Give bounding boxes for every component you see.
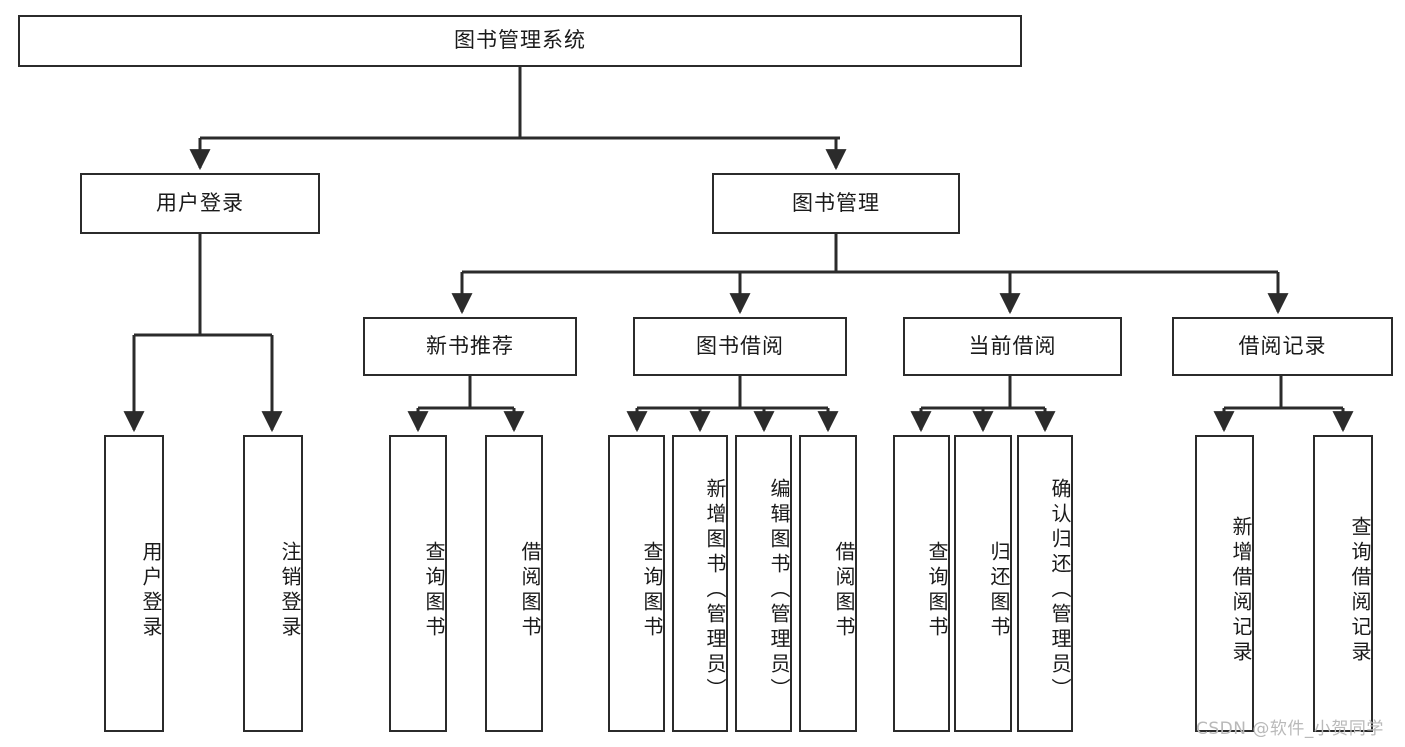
node-root[interactable]: 图书管理系统 <box>18 15 1022 67</box>
node-leaf-add-book-label: 新增图书（管理员） <box>703 478 727 703</box>
node-new-book-recommend[interactable]: 新书推荐 <box>363 317 577 376</box>
node-leaf-query-book-1[interactable]: 查询图书 <box>389 435 447 732</box>
node-new-book-recommend-label: 新书推荐 <box>426 333 514 358</box>
node-leaf-borrow-book-2[interactable]: 借阅图书 <box>799 435 857 732</box>
node-leaf-logout-label: 注销登录 <box>278 540 302 641</box>
node-leaf-query-book-3[interactable]: 查询图书 <box>893 435 950 732</box>
node-borrow-records[interactable]: 借阅记录 <box>1172 317 1393 376</box>
node-book-management-label: 图书管理 <box>792 190 880 215</box>
node-leaf-query-book-2[interactable]: 查询图书 <box>608 435 665 732</box>
node-user-login[interactable]: 用户登录 <box>80 173 320 234</box>
node-leaf-query-book-3-label: 查询图书 <box>925 540 949 641</box>
node-leaf-add-book[interactable]: 新增图书（管理员） <box>672 435 728 732</box>
node-leaf-query-book-2-label: 查询图书 <box>640 540 664 641</box>
node-leaf-query-book-1-label: 查询图书 <box>422 540 446 641</box>
node-book-management[interactable]: 图书管理 <box>712 173 960 234</box>
watermark: CSDN @软件_小贺同学 <box>1196 719 1384 739</box>
node-current-borrow-label: 当前借阅 <box>968 333 1057 358</box>
node-leaf-confirm-return[interactable]: 确认归还（管理员） <box>1017 435 1073 732</box>
node-root-label: 图书管理系统 <box>454 28 586 53</box>
node-user-login-label: 用户登录 <box>156 190 244 215</box>
node-leaf-borrow-book-2-label: 借阅图书 <box>832 540 856 641</box>
node-current-borrow[interactable]: 当前借阅 <box>903 317 1122 376</box>
node-leaf-return-book[interactable]: 归还图书 <box>954 435 1012 732</box>
node-leaf-confirm-return-label: 确认归还（管理员） <box>1048 478 1072 703</box>
node-leaf-logout[interactable]: 注销登录 <box>243 435 303 732</box>
node-leaf-query-borrow-record[interactable]: 查询借阅记录 <box>1313 435 1373 732</box>
node-leaf-edit-book-label: 编辑图书（管理员） <box>767 478 791 703</box>
node-borrow-records-label: 借阅记录 <box>1238 333 1327 358</box>
node-leaf-add-borrow-record-label: 新增借阅记录 <box>1229 515 1253 666</box>
node-leaf-edit-book[interactable]: 编辑图书（管理员） <box>735 435 792 732</box>
node-leaf-borrow-book-1-label: 借阅图书 <box>518 540 542 641</box>
node-leaf-borrow-book-1[interactable]: 借阅图书 <box>485 435 543 732</box>
node-leaf-add-borrow-record[interactable]: 新增借阅记录 <box>1195 435 1254 732</box>
node-book-borrow-label: 图书借阅 <box>696 333 784 358</box>
node-leaf-user-login[interactable]: 用户登录 <box>104 435 164 732</box>
node-leaf-query-borrow-record-label: 查询借阅记录 <box>1348 515 1372 666</box>
node-book-borrow[interactable]: 图书借阅 <box>633 317 847 376</box>
node-leaf-return-book-label: 归还图书 <box>987 540 1011 641</box>
node-leaf-user-login-label: 用户登录 <box>139 540 163 641</box>
